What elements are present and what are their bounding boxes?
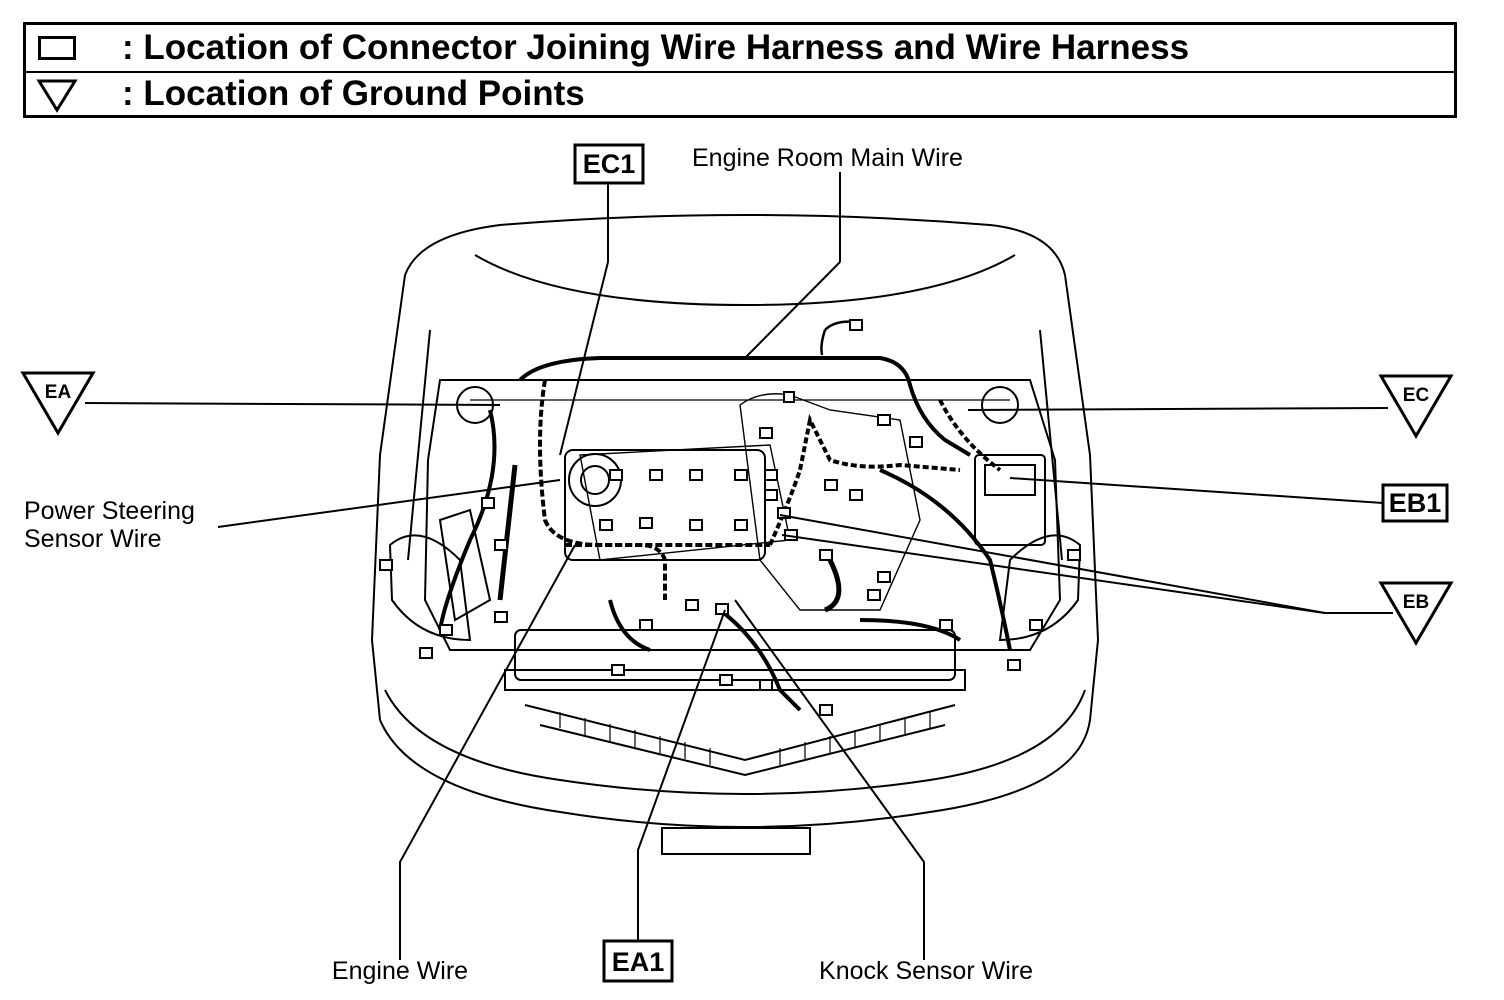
leader-line-power-steering <box>217 479 561 528</box>
ground-ec: EC <box>1378 374 1454 439</box>
leader-line-ec1-b <box>559 261 609 456</box>
label-knock-sensor-wire: Knock Sensor Wire <box>819 957 1033 985</box>
label-engine-room-main-wire: Engine Room Main Wire <box>692 144 963 172</box>
legend-ground-text: : Location of Ground Points <box>122 74 585 113</box>
ground-ec-label: EC <box>1403 385 1430 406</box>
connector-ec1: EC1 <box>573 143 645 185</box>
legend-ground-row: : Location of Ground Points <box>26 71 1454 117</box>
ground-symbol-icon <box>36 79 78 113</box>
leader-line-ea1 <box>637 609 726 942</box>
label-power-steering-line2: Sensor Wire <box>24 525 162 553</box>
connector-eb1-label: EB1 <box>1389 488 1442 518</box>
leader-line-ec <box>967 407 1389 411</box>
small-connectors-drawing <box>379 319 1081 716</box>
vehicle-drawing <box>370 214 1100 855</box>
legend: : Location of Connector Joining Wire Har… <box>23 22 1457 118</box>
label-power-steering-line1: Power Steering <box>24 497 195 525</box>
connector-symbol-icon <box>38 36 76 60</box>
leader-line-eb1 <box>1009 477 1384 504</box>
leader-line-engine-room-main-b <box>744 261 841 359</box>
connector-ea1-label: EA1 <box>612 947 665 977</box>
ground-eb: EB <box>1378 581 1454 646</box>
leader-line-engine-wire <box>399 544 576 960</box>
leader-line-ea <box>84 402 501 406</box>
connector-ea1: EA1 <box>602 939 674 983</box>
connector-eb1: EB1 <box>1381 483 1449 523</box>
ground-eb-label: EB <box>1403 592 1429 613</box>
ground-ea-triangle-icon <box>20 371 96 436</box>
ground-ea: EA <box>20 371 96 436</box>
ground-ea-label: EA <box>45 382 72 403</box>
leader-line-eb-2 <box>781 534 1326 614</box>
legend-connector-row: : Location of Connector Joining Wire Har… <box>26 25 1454 73</box>
leader-lines <box>84 172 1393 960</box>
label-engine-wire: Engine Wire <box>332 957 468 985</box>
legend-connector-text: : Location of Connector Joining Wire Har… <box>122 28 1190 67</box>
ground-ec-triangle-icon <box>1378 374 1454 439</box>
ground-eb-triangle-icon <box>1378 581 1454 646</box>
connector-ec1-label: EC1 <box>583 149 636 179</box>
leader-line-knock-sensor <box>734 599 925 960</box>
